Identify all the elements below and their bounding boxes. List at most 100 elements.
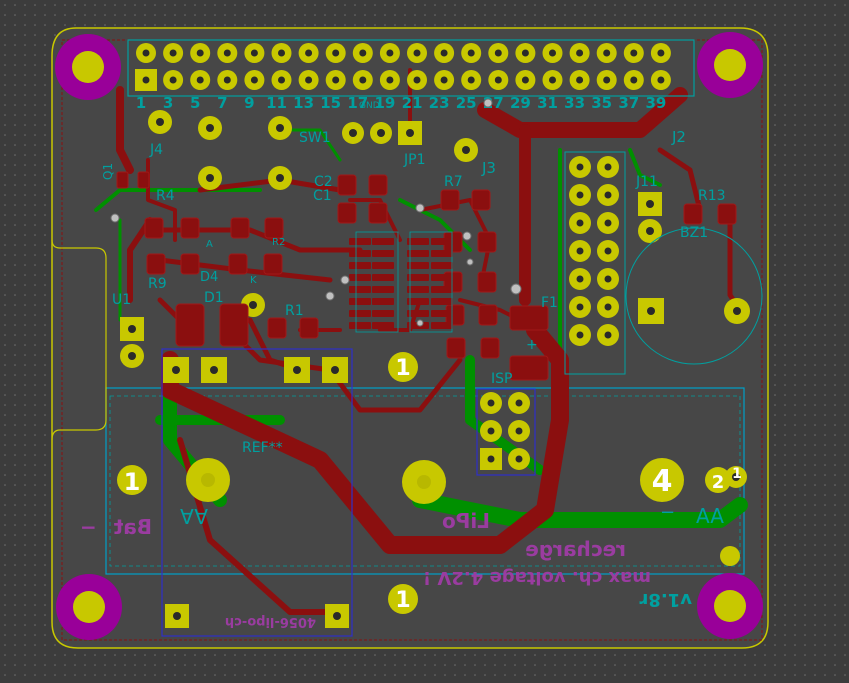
- silk-minus-right: −: [660, 502, 675, 523]
- silk-aa-left: AA: [180, 504, 208, 528]
- ic-right-pad-a: [407, 238, 429, 245]
- gpio-pin-label: 17: [347, 94, 368, 112]
- gpio-pin-label: 3: [163, 94, 173, 112]
- isp-pin-hole: [515, 455, 523, 463]
- ref-r7: R7: [444, 174, 463, 190]
- j3-pin-hole: [576, 275, 584, 283]
- vias: [110, 98, 522, 327]
- gpio-pin-label: 29: [510, 94, 531, 112]
- ref-k: K: [250, 275, 257, 286]
- j3-pin-hole: [604, 247, 612, 255]
- j3-pin-hole: [576, 303, 584, 311]
- ic-right-pad-b: [431, 250, 453, 257]
- gpio-pin-label: 33: [564, 94, 585, 112]
- isp-pin-hole: [515, 427, 523, 435]
- ic-left-pad-b: [372, 262, 394, 269]
- mounting-holes: [55, 32, 763, 640]
- ref-c1: C1: [313, 188, 332, 204]
- j3-pin-hole: [604, 275, 612, 283]
- gpio-pin-hole: [549, 76, 556, 84]
- mount-hole-top-left: [55, 34, 121, 100]
- j3-header-pads: [569, 156, 619, 346]
- gnd-net-label: GND: [359, 101, 380, 111]
- gpio-pin-hole: [657, 76, 665, 84]
- ref-a: A: [206, 239, 213, 250]
- gpio-pin-hole: [494, 76, 502, 84]
- ref-u1: U1: [112, 292, 131, 308]
- ref-d1: D1: [204, 290, 224, 306]
- ref-r2: R2: [272, 237, 285, 248]
- board-outline[interactable]: [51, 27, 769, 649]
- gpio-pin-hole: [305, 49, 313, 57]
- j3-pin-hole: [604, 191, 612, 199]
- isp-pin-hole: [487, 427, 495, 435]
- ic-right-pad-b: [431, 322, 453, 329]
- ic-left-pad-b: [372, 298, 394, 305]
- isp-pin-hole: [487, 399, 495, 407]
- ref-c2: C2: [314, 174, 333, 190]
- ic-left-pad-b: [372, 274, 394, 281]
- gpio-pin-hole: [359, 76, 367, 84]
- silk-lipo: LiPo: [442, 509, 490, 533]
- gpio-pin-label: 19: [374, 94, 395, 112]
- pad-number-one-c: 1: [124, 468, 141, 496]
- ref-j2: J2: [671, 128, 686, 146]
- ic-right-pad-b: [431, 298, 453, 305]
- buzzer-outline: [625, 227, 763, 365]
- silk-lipo-ch: 4056-lipo-ch: [225, 614, 316, 629]
- gpio-header-pads: [135, 43, 671, 91]
- gpio-pin-label: 27: [483, 94, 504, 112]
- gpio-pin-label: 11: [266, 94, 287, 112]
- gpio-pin-hole: [305, 76, 313, 84]
- silk-version: v1.8r: [639, 589, 692, 610]
- gpio-header-outline: [127, 39, 695, 97]
- ref-j3: J3: [481, 159, 496, 177]
- gpio-pin-label: 13: [293, 94, 314, 112]
- silk-plus-isp: +: [526, 337, 538, 353]
- ic-right-outline: [409, 231, 453, 333]
- pad-number-four: 4: [652, 464, 673, 499]
- gpio-pin-hole: [467, 49, 475, 57]
- ref-ref-star: REF**: [242, 440, 283, 456]
- ic-left-pad-a: [349, 322, 371, 329]
- gpio-pin-hole: [386, 76, 394, 84]
- ref-j4: J4: [149, 142, 163, 158]
- ic-right-pad-b: [431, 238, 453, 245]
- silk-aa-right: AA: [696, 504, 724, 528]
- isp-pin-hole: [515, 399, 523, 407]
- pad-number-one-a: 1: [395, 356, 410, 381]
- ic-left-pad-b: [372, 250, 394, 257]
- gpio-pin-label: 1: [136, 94, 146, 112]
- j3-pin-hole: [604, 219, 612, 227]
- j3-pin-hole: [576, 191, 584, 199]
- gpio-pin-label: 35: [591, 94, 612, 112]
- through-hole-pads: [117, 110, 750, 628]
- gpio-pin-hole: [278, 49, 285, 57]
- gpio-pin-hole: [521, 49, 529, 57]
- charger-module-outline: [161, 348, 353, 637]
- mount-hole-top-right: [697, 32, 763, 98]
- gpio-pin-hole: [603, 76, 611, 84]
- gpio-pin-hole: [413, 76, 421, 84]
- ref-j11: J11: [635, 174, 658, 190]
- gpio-pin-hole: [630, 49, 638, 57]
- gpio-pin-hole: [332, 76, 340, 84]
- gpio-pin-label: 15: [320, 94, 341, 112]
- ic-left-pad-a: [349, 298, 371, 305]
- board-notch-left: [51, 239, 107, 441]
- ref-f1: F1: [541, 295, 558, 311]
- ic-right-pad-a: [407, 298, 429, 305]
- ic-left-pad-a: [349, 310, 371, 317]
- gpio-pin-hole: [630, 76, 638, 84]
- j3-pin-hole: [604, 331, 612, 339]
- ic-right-pad-b: [431, 310, 453, 317]
- gpio-pin-hole: [576, 76, 584, 84]
- silk-max-voltage: max ch. voltage 4.2V !: [423, 567, 651, 588]
- ref-bz1: BZ1: [680, 225, 708, 241]
- ic-right-pad-a: [407, 250, 429, 257]
- gpio-pin-hole: [169, 76, 177, 84]
- gpio-pin-hole: [657, 49, 665, 57]
